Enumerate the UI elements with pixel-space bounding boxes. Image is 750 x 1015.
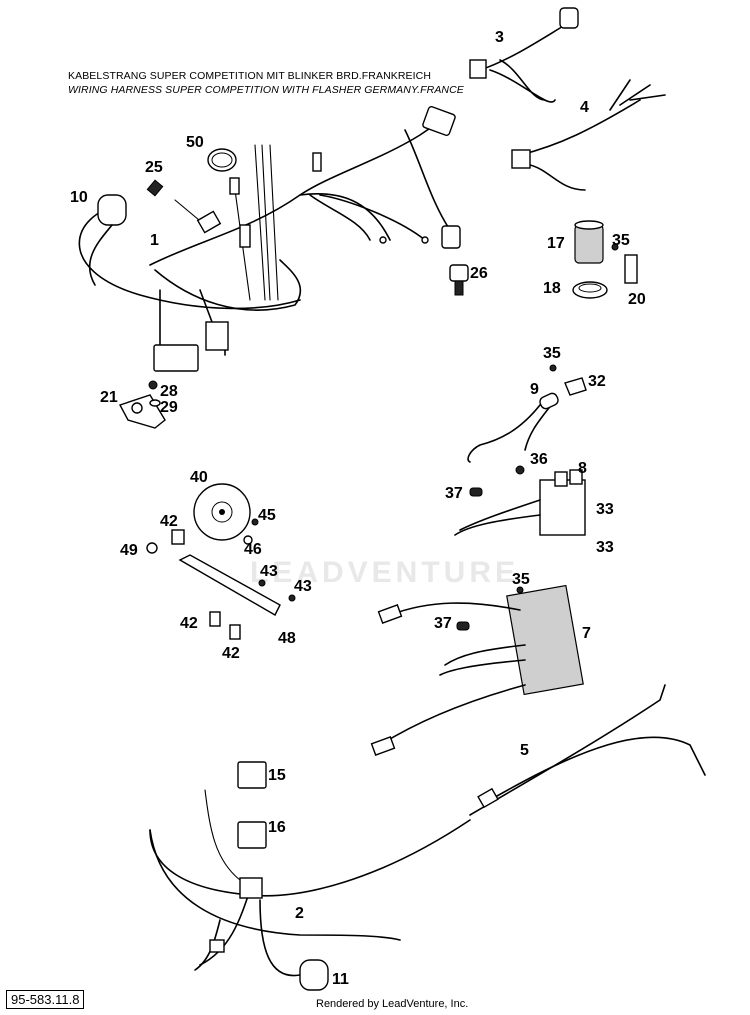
watermark: LEADVENTURE <box>250 556 520 589</box>
callout-4: 4 <box>580 99 589 116</box>
callout-33-b: 33 <box>596 539 614 556</box>
callout-37-a: 37 <box>445 485 463 502</box>
part-1-main-harness[interactable] <box>78 106 461 372</box>
callout-42-c: 42 <box>222 645 240 662</box>
callout-1: 1 <box>150 232 159 249</box>
part-26-switch[interactable] <box>449 264 469 296</box>
part-11-switch[interactable] <box>299 959 329 991</box>
callout-50: 50 <box>186 134 204 151</box>
part-16-relay[interactable] <box>237 821 267 849</box>
part-42-clips[interactable] <box>171 529 241 640</box>
part-4-harness[interactable] <box>511 79 666 191</box>
part-5-harness[interactable] <box>469 684 706 816</box>
part-9-cable[interactable] <box>467 392 560 463</box>
part-3-harness[interactable] <box>469 7 579 103</box>
part-2-harness[interactable] <box>149 789 471 977</box>
part-48-bracket[interactable] <box>178 554 281 616</box>
callout-18: 18 <box>543 280 561 297</box>
callout-26: 26 <box>470 265 488 282</box>
part-35-screw-b[interactable] <box>549 364 557 372</box>
callout-29: 29 <box>160 399 178 416</box>
callout-35-a: 35 <box>612 232 630 249</box>
part-7-regulator[interactable] <box>370 584 584 756</box>
part-15-relay[interactable] <box>237 761 267 789</box>
callout-16: 16 <box>268 819 286 836</box>
callout-43-a: 43 <box>260 563 278 580</box>
part-40-horn[interactable] <box>193 483 251 541</box>
title-english: WIRING HARNESS SUPER COMPETITION WITH FL… <box>68 84 464 96</box>
callout-8: 8 <box>578 460 587 477</box>
title-german: KABELSTRANG SUPER COMPETITION MIT BLINKE… <box>68 70 432 82</box>
callout-46: 46 <box>244 541 262 558</box>
callout-2: 2 <box>295 905 304 922</box>
callout-20: 20 <box>628 291 646 308</box>
callout-35-b: 35 <box>543 345 561 362</box>
callout-9: 9 <box>530 381 539 398</box>
part-10-switch[interactable] <box>88 194 127 286</box>
callout-36: 36 <box>530 451 548 468</box>
callout-43-b: 43 <box>294 578 312 595</box>
callout-42-b: 42 <box>180 615 198 632</box>
part-8-relay-block[interactable] <box>454 465 586 536</box>
part-35-screw-a[interactable] <box>611 243 619 251</box>
callout-49: 49 <box>120 542 138 559</box>
callout-28: 28 <box>160 383 178 400</box>
part-21-bracket[interactable] <box>118 380 166 429</box>
callout-35-c: 35 <box>512 571 530 588</box>
diagram-code: 95-583.11.8 <box>6 990 85 1009</box>
callout-10: 10 <box>70 189 88 206</box>
part-43-45-46-49-fasteners[interactable] <box>146 518 296 602</box>
part-20-clamp[interactable] <box>624 254 638 284</box>
render-credit: Rendered by LeadVenture, Inc. <box>316 998 469 1010</box>
callout-33-a: 33 <box>596 501 614 518</box>
callout-25: 25 <box>145 159 163 176</box>
callout-42-a: 42 <box>160 513 178 530</box>
part-17-capacitor[interactable] <box>574 220 604 264</box>
callout-21: 21 <box>100 389 118 406</box>
callout-32: 32 <box>588 373 606 390</box>
part-32-clip[interactable] <box>564 377 587 396</box>
callout-11: 11 <box>332 971 349 988</box>
callout-45: 45 <box>258 507 276 524</box>
callout-40: 40 <box>190 469 208 486</box>
callout-5: 5 <box>520 742 529 759</box>
part-18-bracket[interactable] <box>572 281 608 299</box>
part-50-cable-tie[interactable] <box>207 148 237 172</box>
callout-48: 48 <box>278 630 296 647</box>
callout-37-b: 37 <box>434 615 452 632</box>
callout-15: 15 <box>268 767 286 784</box>
part-25-socket[interactable] <box>146 179 164 197</box>
callout-3: 3 <box>495 29 504 46</box>
callout-7: 7 <box>582 625 591 642</box>
callout-17: 17 <box>547 235 565 252</box>
